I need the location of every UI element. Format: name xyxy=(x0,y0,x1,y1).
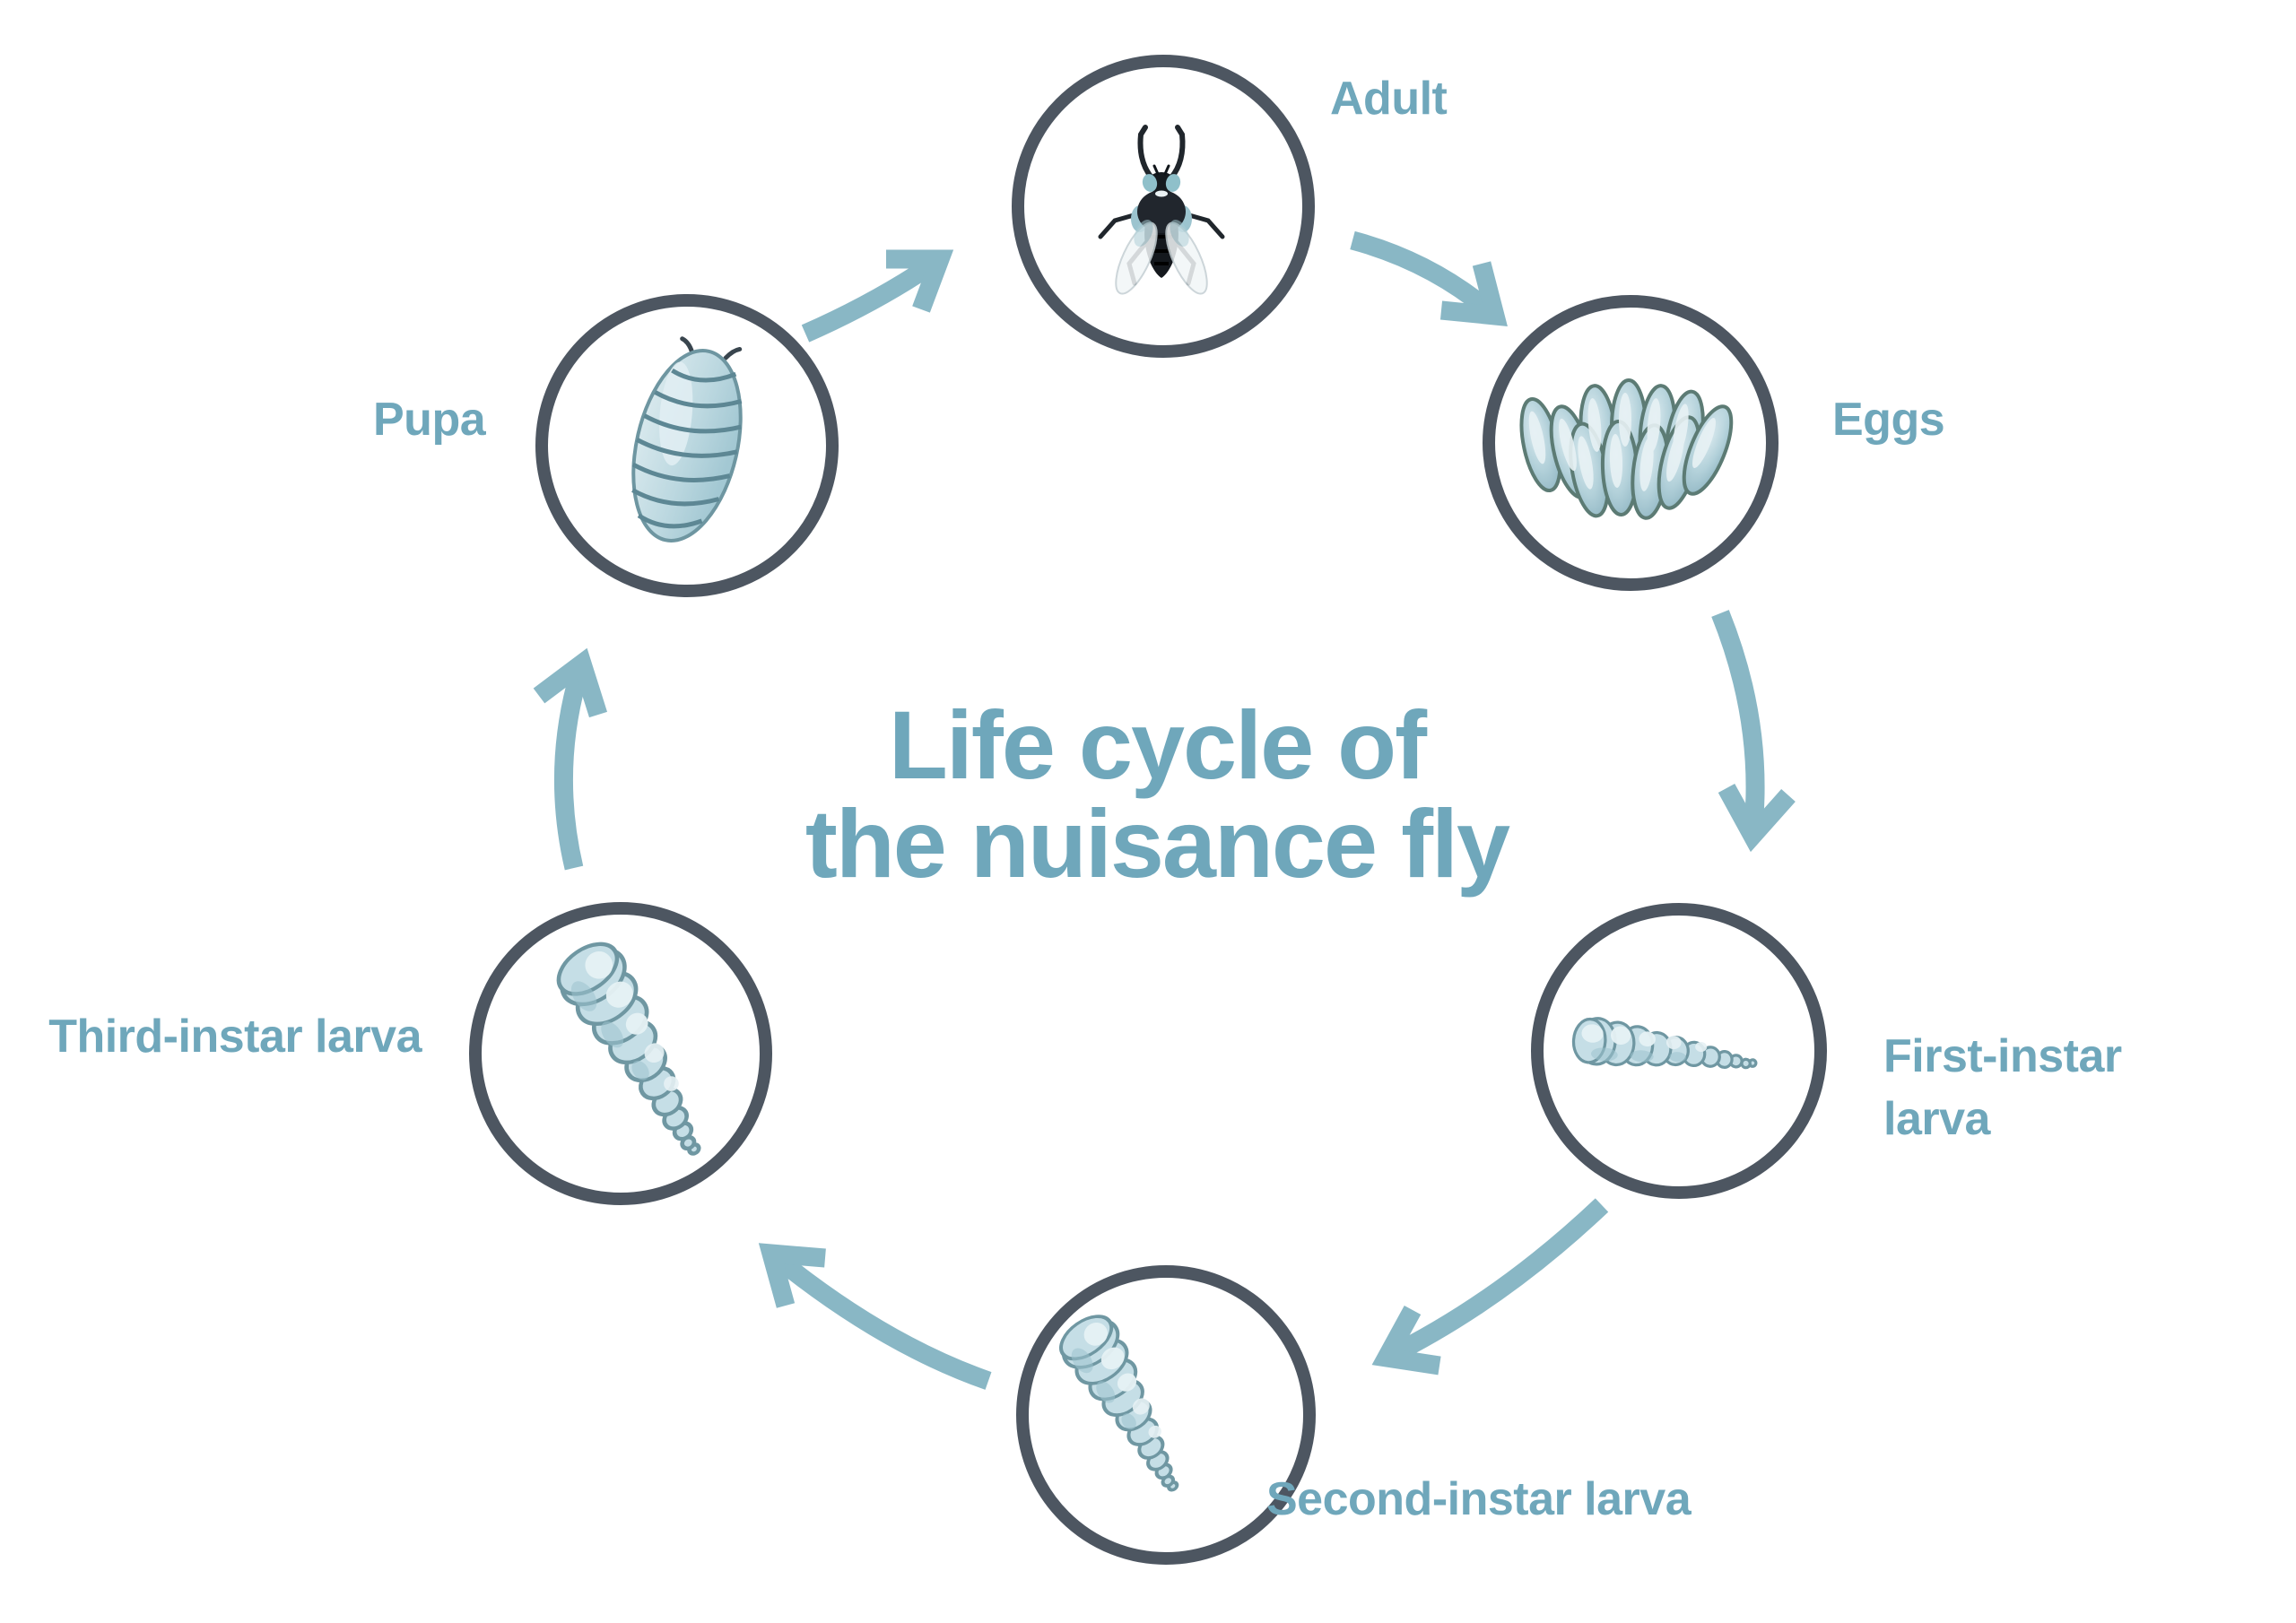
cycle-arrows xyxy=(533,230,1796,1390)
diagram-title-line1: Life cycle of xyxy=(888,690,1427,799)
stage-label-eggs: Eggs xyxy=(1832,394,1945,446)
fly-icon xyxy=(1098,125,1225,295)
arrow-second-instar-to-third-instar xyxy=(758,1243,992,1390)
arrow-third-instar-to-pupa xyxy=(533,647,608,871)
stage-label-first-instar: First-instar larva xyxy=(1883,1030,2122,1145)
diagram-title: Life cycle of the nuisance fly xyxy=(565,690,1749,898)
pupa-icon xyxy=(631,336,743,542)
stage-label-third-instar: Third-instar larva xyxy=(48,1011,422,1063)
eggs-icon xyxy=(1519,378,1734,520)
stage-label-second-instar: Second-instar larva xyxy=(1266,1473,1692,1525)
diagram-title-line2: the nuisance fly xyxy=(804,789,1510,898)
arrow-first-instar-to-second-instar xyxy=(1371,1198,1609,1376)
arrow-pupa-to-adult xyxy=(801,249,954,343)
stage-label-adult: Adult xyxy=(1330,73,1448,125)
arrow-eggs-to-first-instar xyxy=(1711,610,1796,853)
arrow-adult-to-eggs xyxy=(1350,230,1508,326)
stage-label-pupa: Pupa xyxy=(373,394,486,446)
stage-rings xyxy=(469,55,1827,1565)
